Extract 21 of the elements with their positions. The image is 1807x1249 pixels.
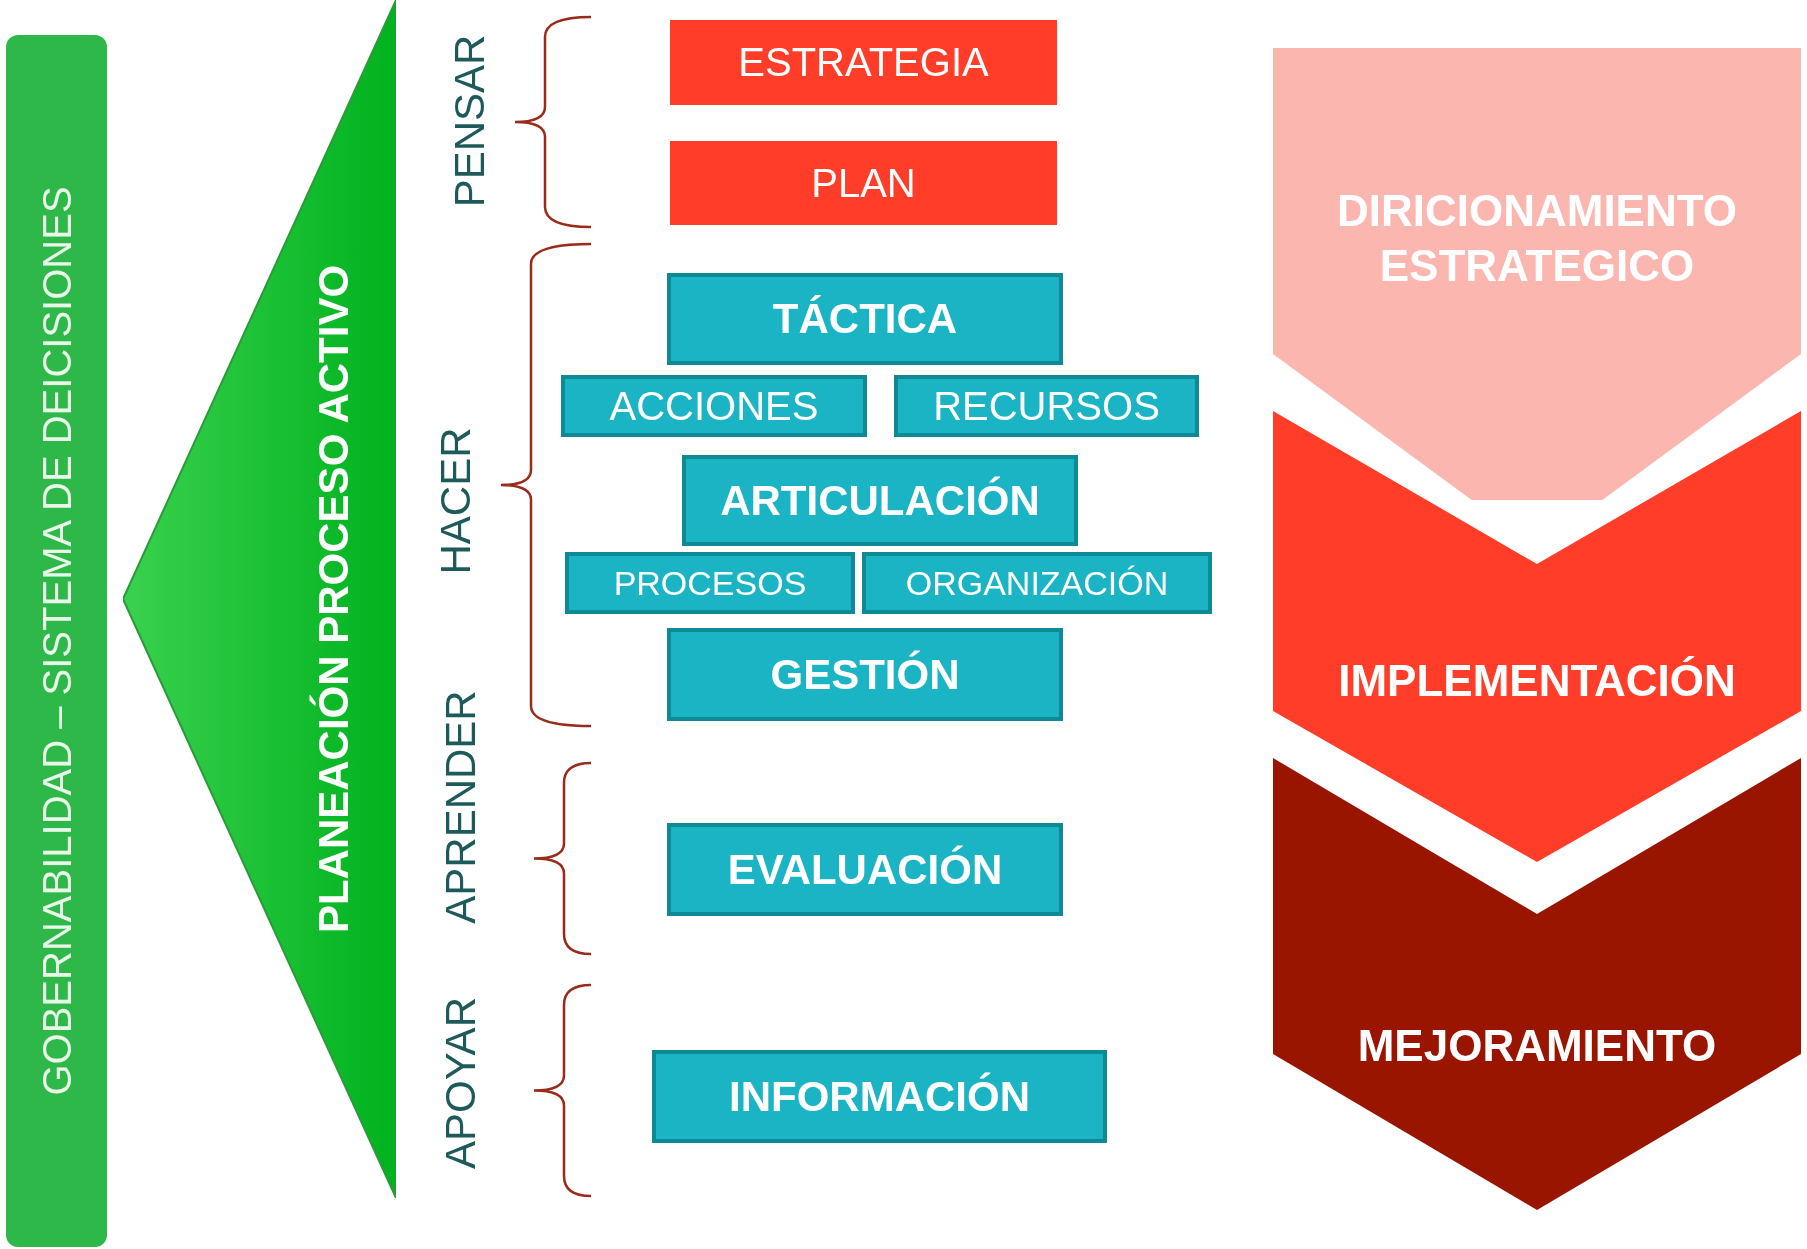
process-box: RECURSOS [894, 375, 1199, 437]
phase-label: APRENDER [437, 690, 485, 924]
process-box: PLAN [670, 141, 1057, 225]
stage-title: DIRICIONAMIENTO ESTRATEGICO [1335, 185, 1739, 292]
process-box: GESTIÓN [667, 628, 1063, 721]
stage-title: MEJORAMIENTO [1356, 1020, 1718, 1072]
process-box: ORGANIZACIÓN [862, 552, 1212, 614]
side-banner [6, 35, 107, 1247]
banner-text: PLANEACIÓN PROCESO ACTIVO [310, 264, 358, 934]
process-box: INFORMACIÓN [652, 1050, 1107, 1143]
phase-label: APOYAR [437, 997, 485, 1169]
stage-title: IMPLEMENTACIÓN [1337, 655, 1737, 707]
phase-label: PENSAR [446, 34, 494, 208]
process-box: TÁCTICA [667, 273, 1063, 365]
banner-text: GOBERNABILIDAD – SISTEMA DE DEICISIONES [34, 186, 79, 1096]
process-box: ESTRATEGIA [670, 20, 1057, 105]
process-box: ACCIONES [561, 375, 867, 437]
process-box: EVALUACIÓN [667, 823, 1063, 916]
process-box: PROCESOS [565, 552, 855, 614]
process-box: ARTICULACIÓN [682, 455, 1078, 546]
phase-label: HACER [432, 427, 480, 575]
